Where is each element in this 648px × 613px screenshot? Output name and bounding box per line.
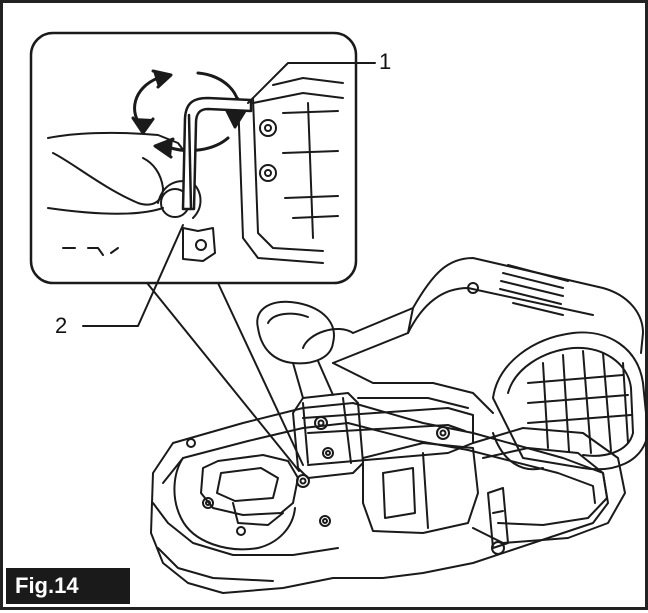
- hex-wrench-icon: [181, 96, 253, 211]
- band-saw-illustration: [29, 31, 648, 594]
- band-saw-body: [150, 392, 626, 594]
- zoom-inset: [29, 31, 358, 472]
- callout-2-leader: [82, 224, 184, 327]
- figure-label: Fig.14: [6, 568, 130, 604]
- callout-2-label: 2: [55, 313, 68, 338]
- handle-and-motor: [256, 257, 648, 471]
- callout-1-leader: [247, 62, 376, 104]
- callout-1-label: 1: [379, 49, 392, 74]
